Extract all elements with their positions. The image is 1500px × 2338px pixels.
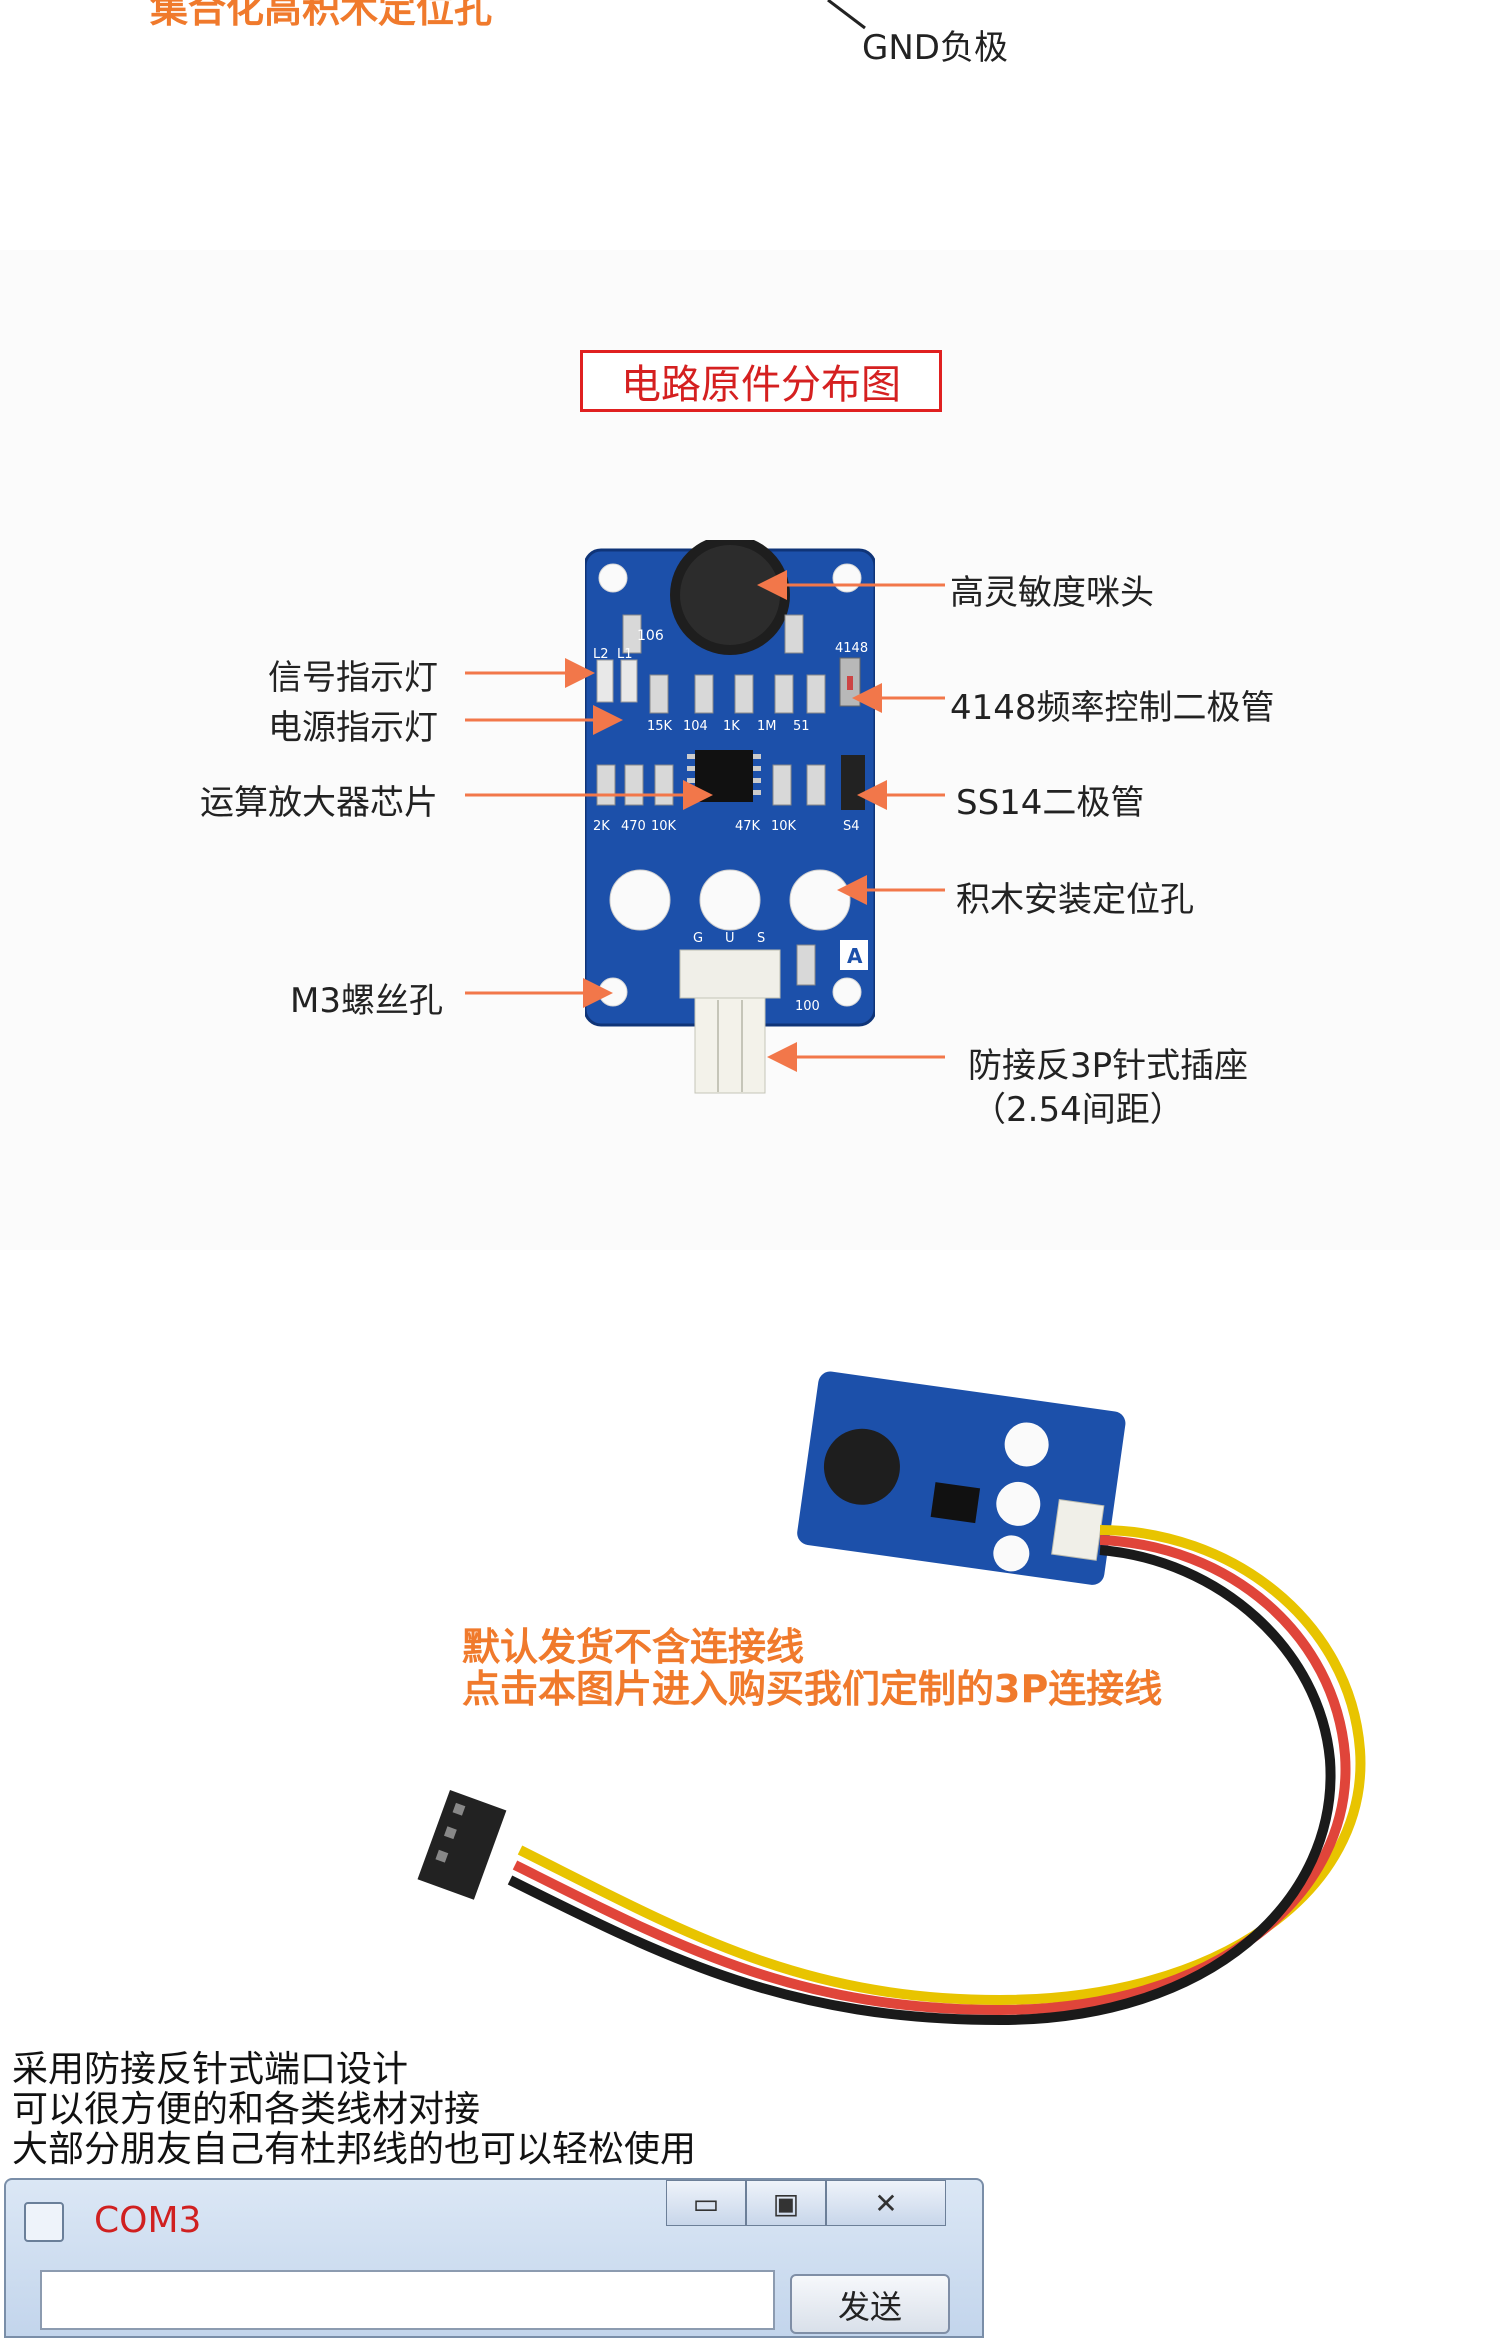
silk-100: 100 <box>795 999 820 1014</box>
board-with-cable-photo <box>417 1371 1366 2026</box>
led-power <box>620 659 638 703</box>
silk-u: U <box>725 931 735 946</box>
silk-1m: 1M <box>757 719 777 734</box>
top-section: 集合化高积木定位孔 GND负极 <box>0 0 1500 250</box>
dupont-connector <box>417 1790 507 1900</box>
locating-hole-1 <box>609 869 671 931</box>
java-icon <box>24 2202 64 2242</box>
small-microphone <box>823 1428 900 1505</box>
silk-15k: 15K <box>647 719 673 734</box>
label-mic: 高灵敏度咪头 <box>950 573 1154 613</box>
locating-hole-2 <box>699 869 761 931</box>
caption-no-cable: 默认发货不含连接线 <box>462 1625 805 1669</box>
silk-2k: 2K <box>593 819 610 834</box>
silk-1k: 1K <box>723 719 740 734</box>
led-signal <box>596 659 614 703</box>
desc-line-2: 可以很方便的和各类线材对接 <box>12 2089 481 2130</box>
silk-s4: S4 <box>843 819 860 834</box>
small-pcb <box>797 1371 1126 1585</box>
callout-arrows <box>465 570 945 1072</box>
label-ss14: SS14二极管 <box>956 783 1145 823</box>
label-4148: 4148频率控制二极管 <box>950 688 1275 728</box>
silk-10k-b: 10K <box>771 819 797 834</box>
silk-51: 51 <box>793 719 810 734</box>
silk-106: 106 <box>637 628 664 644</box>
3p-connector <box>679 949 781 999</box>
send-input[interactable] <box>40 2270 775 2330</box>
mount-hole-tl <box>598 563 628 593</box>
desc-line-1: 采用防接反针式端口设计 <box>12 2049 409 2090</box>
cable-black <box>507 1545 1336 2026</box>
label-signal-led: 信号指示灯 <box>268 658 438 698</box>
silk-l1: L1 <box>617 647 633 662</box>
caption-buy-cable[interactable]: 点击本图片进入购买我们定制的3P连接线 <box>462 1667 1163 1711</box>
cable-section <box>0 1250 1500 2322</box>
silk-4148: 4148 <box>835 641 868 656</box>
silk-104: 104 <box>683 719 708 734</box>
serial-monitor-window: COM3 ▭ ▣ ✕ 发送 <box>4 2178 984 2338</box>
gnd-leader-line <box>827 0 866 30</box>
silk-470: 470 <box>621 819 646 834</box>
silk-l2: L2 <box>593 647 609 662</box>
desc-line-3: 大部分朋友自己有杜邦线的也可以轻松使用 <box>12 2129 697 2170</box>
label-power-led: 电源指示灯 <box>268 708 438 748</box>
label-connector: 防接反3P针式插座 <box>968 1046 1249 1086</box>
label-pitch: （2.54间距） <box>972 1090 1184 1130</box>
diagram-title: 电路原件分布图 <box>580 350 942 412</box>
silk-47k: 47K <box>735 819 761 834</box>
silk-a-badge: A <box>847 944 863 968</box>
small-connector <box>1051 1498 1105 1561</box>
gnd-label: GND负极 <box>862 28 1008 68</box>
cut-off-title: 集合化高积木定位孔 <box>150 0 493 31</box>
sensor-board-diagram: 106 L2 L1 104 1K 1M 51 15K 2K 470 10K 47… <box>585 540 875 1094</box>
maximize-button[interactable]: ▣ <box>746 2180 826 2226</box>
close-button[interactable]: ✕ <box>826 2180 946 2226</box>
minimize-button[interactable]: ▭ <box>666 2180 746 2226</box>
silk-10k-a: 10K <box>651 819 677 834</box>
silk-g: G <box>693 931 703 946</box>
send-button[interactable]: 发送 <box>790 2274 950 2334</box>
label-locating-hole: 积木安装定位孔 <box>956 880 1194 920</box>
label-op-amp: 运算放大器芯片 <box>200 783 438 823</box>
window-title: COM3 <box>94 2200 202 2241</box>
mount-hole-br <box>832 977 862 1007</box>
silk-s: S <box>757 931 765 946</box>
label-m3-hole: M3螺丝孔 <box>290 981 443 1021</box>
